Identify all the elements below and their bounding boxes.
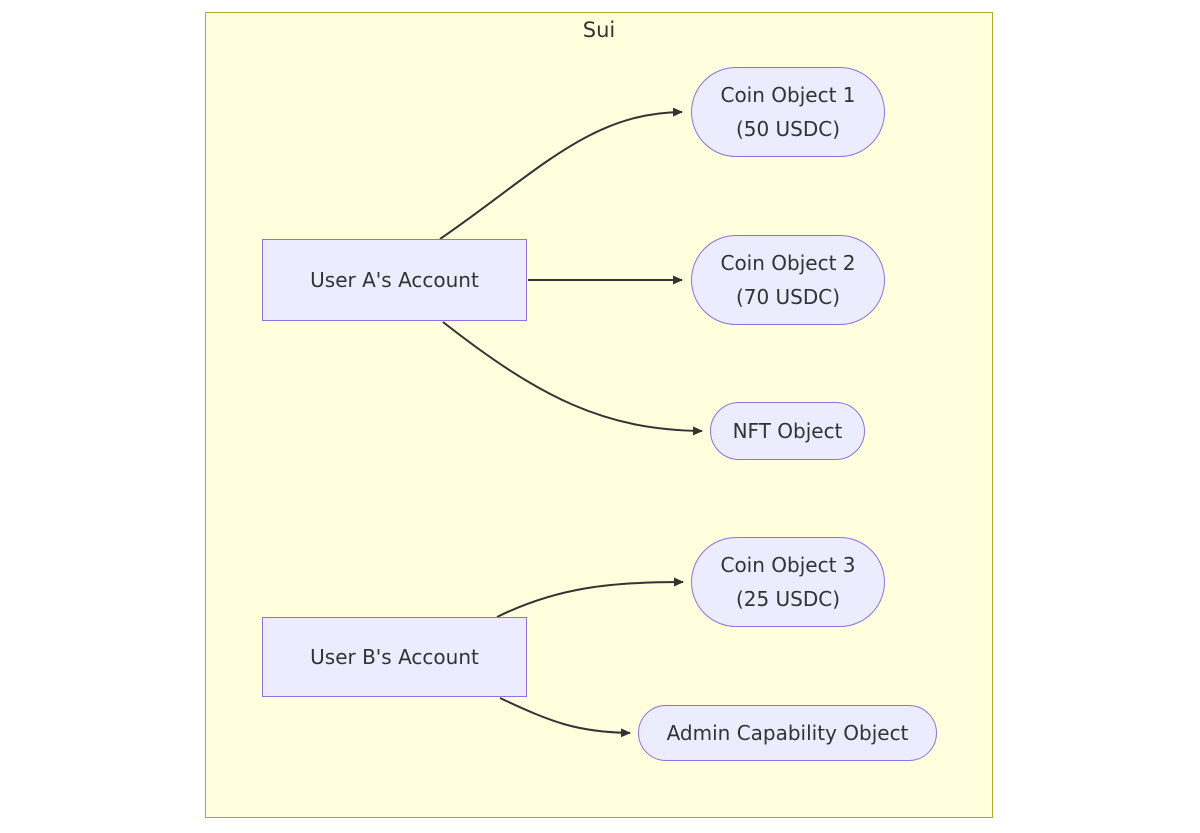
node-label: NFT Object — [732, 419, 843, 443]
node-sublabel: (70 USDC) — [735, 285, 841, 309]
cluster-title: Sui — [582, 18, 616, 42]
node-user-b-account: User B's Account — [262, 617, 527, 697]
node-user-a-account: User A's Account — [262, 239, 527, 321]
node-admin-capability-object: Admin Capability Object — [638, 705, 937, 761]
node-sublabel: (25 USDC) — [735, 587, 841, 611]
node-coin-object-2: Coin Object 2 (70 USDC) — [691, 235, 885, 325]
node-label: Coin Object 3 — [720, 553, 856, 577]
node-label: Admin Capability Object — [666, 721, 909, 745]
node-coin-object-3: Coin Object 3 (25 USDC) — [691, 537, 885, 627]
node-label: User B's Account — [310, 645, 479, 669]
node-label: Coin Object 2 — [720, 251, 856, 275]
node-nft-object: NFT Object — [710, 402, 865, 460]
node-label: User A's Account — [310, 268, 479, 292]
node-sublabel: (50 USDC) — [735, 117, 841, 141]
node-coin-object-1: Coin Object 1 (50 USDC) — [691, 67, 885, 157]
node-label: Coin Object 1 — [720, 83, 856, 107]
